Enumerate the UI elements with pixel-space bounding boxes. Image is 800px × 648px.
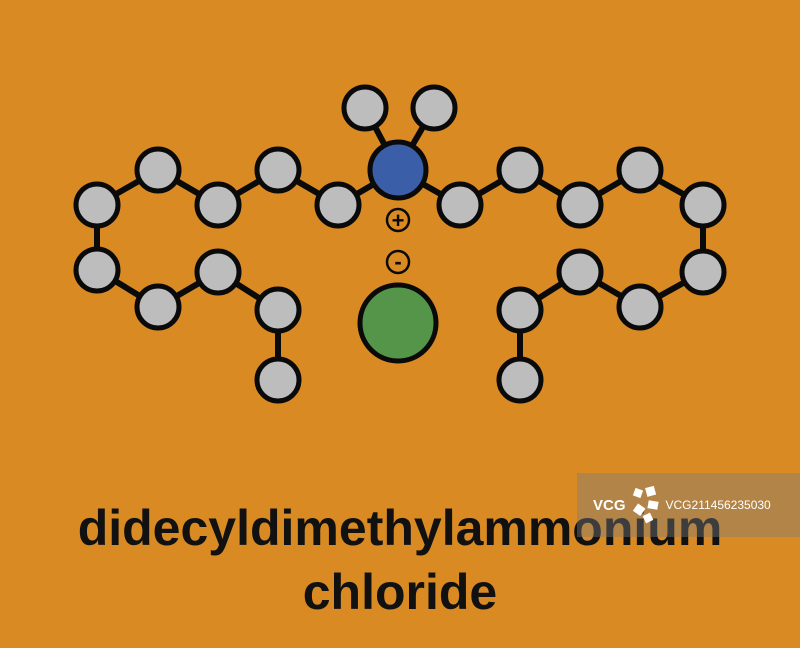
carbon-atom-R9 <box>496 286 544 334</box>
positive-charge-ring <box>385 207 411 233</box>
negative-charge-ring <box>385 249 411 275</box>
carbon-atom-L3 <box>194 181 242 229</box>
carbon-atom-R2 <box>496 146 544 194</box>
chloride-atom-Cl <box>357 282 439 364</box>
carbon-atom-R3 <box>556 181 604 229</box>
compound-name-line-1: didecyldimethylammonium <box>77 500 723 556</box>
negative-charge-symbol: - <box>394 249 401 274</box>
carbon-atom-L9 <box>254 286 302 334</box>
charges: + - <box>385 207 411 275</box>
carbon-atom-R10 <box>496 356 544 404</box>
watermark-logo-text: VCG <box>593 496 626 514</box>
carbon-atom-L1 <box>314 181 362 229</box>
carbon-atom-L2 <box>254 146 302 194</box>
positive-charge-symbol: + <box>392 208 405 233</box>
nitrogen-atom-N <box>367 139 429 201</box>
carbon-atom-m2 <box>410 84 458 132</box>
carbon-atom-m1 <box>341 84 389 132</box>
carbon-atom-R7 <box>616 283 664 331</box>
carbon-atom-L7 <box>134 283 182 331</box>
carbon-atom-R1 <box>436 181 484 229</box>
carbon-atom-R4 <box>616 146 664 194</box>
carbon-atom-L4 <box>134 146 182 194</box>
watermark-banner: VCG VCG211456235030 <box>577 473 800 537</box>
atoms <box>73 84 727 404</box>
watermark-logo-icon <box>632 485 659 524</box>
carbon-atom-R5 <box>679 181 727 229</box>
compound-name-line-2: chloride <box>302 564 498 620</box>
carbon-atom-R6 <box>679 248 727 296</box>
carbon-atom-R8 <box>556 248 604 296</box>
carbon-atom-L5 <box>73 181 121 229</box>
watermark-image-id: VCG211456235030 <box>665 498 771 512</box>
carbon-atom-L6 <box>73 246 121 294</box>
molecule-structure-diagram: + - <box>73 84 727 404</box>
carbon-atom-L8 <box>194 248 242 296</box>
carbon-atom-L10 <box>254 356 302 404</box>
